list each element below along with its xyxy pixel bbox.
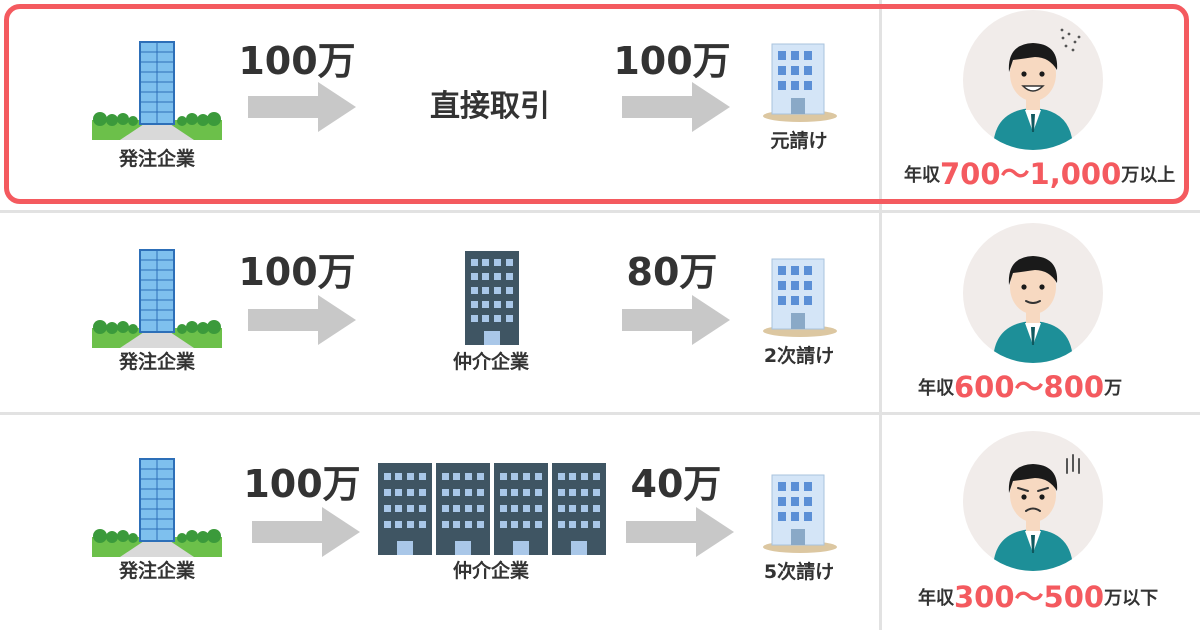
arrow-right-icon <box>248 82 356 132</box>
contractor-label: 2次請け <box>763 345 835 367</box>
income-text: 年収700〜1,000万以上 <box>904 160 1175 189</box>
broker-label: 仲介企業 <box>452 560 529 582</box>
income-prefix: 年収 <box>904 165 940 186</box>
income-prefix: 年収 <box>918 378 954 399</box>
income-text: 年収300〜500万以下 <box>918 583 1158 612</box>
amount-label: 100万 <box>243 462 361 506</box>
row-divider-2 <box>0 412 1200 415</box>
highlight-box <box>4 4 1189 204</box>
contractor-label: 元請け <box>770 130 828 152</box>
broker-building-icon <box>465 251 519 345</box>
neutral-person-avatar <box>963 223 1103 363</box>
contractor-label: 5次請け <box>763 561 835 583</box>
income-suffix: 万 <box>1104 378 1123 399</box>
arrow-right-icon <box>626 507 734 557</box>
amount-label: 80万 <box>626 250 718 294</box>
direct-deal-text: 直接取引 <box>430 89 550 124</box>
client-label: 発注企業 <box>118 148 195 170</box>
arrow-right-icon <box>248 295 356 345</box>
income-range: 300〜500 <box>954 580 1105 614</box>
small-building-icon <box>762 473 838 553</box>
amount-label: 40万 <box>630 462 722 506</box>
happy-person-avatar <box>963 10 1103 150</box>
income-suffix: 万以下 <box>1104 588 1159 609</box>
row-multi-broker: 発注企業 100万 <box>0 415 1200 630</box>
client-label: 発注企業 <box>118 560 195 582</box>
row-divider-1 <box>0 210 1200 213</box>
tower-building-icon <box>90 457 224 559</box>
tower-building-icon <box>90 248 224 350</box>
small-building-icon <box>762 42 838 122</box>
amount-label: 100万 <box>238 250 356 294</box>
income-prefix: 年収 <box>918 588 954 609</box>
row-one-broker: 発注企業 100万 仲介企業 80万 <box>0 213 1200 412</box>
amount-label: 100万 <box>238 39 356 83</box>
client-label: 発注企業 <box>118 351 195 373</box>
income-range: 600〜800 <box>954 370 1105 404</box>
row-direct: 発注企業 100万 直接取引 100万 元請け <box>0 0 1200 210</box>
worried-person-avatar <box>963 431 1103 571</box>
income-text: 年収600〜800万 <box>918 373 1122 402</box>
income-suffix: 万以上 <box>1121 165 1176 186</box>
vertical-divider <box>879 0 882 630</box>
income-range: 700〜1,000 <box>940 157 1122 191</box>
arrow-right-icon <box>622 295 730 345</box>
broker-buildings-icon <box>378 463 606 555</box>
broker-label: 仲介企業 <box>452 351 529 373</box>
amount-label: 100万 <box>613 39 731 83</box>
small-building-icon <box>762 257 838 337</box>
arrow-right-icon <box>622 82 730 132</box>
arrow-right-icon <box>252 507 360 557</box>
tower-building-icon <box>90 40 224 142</box>
